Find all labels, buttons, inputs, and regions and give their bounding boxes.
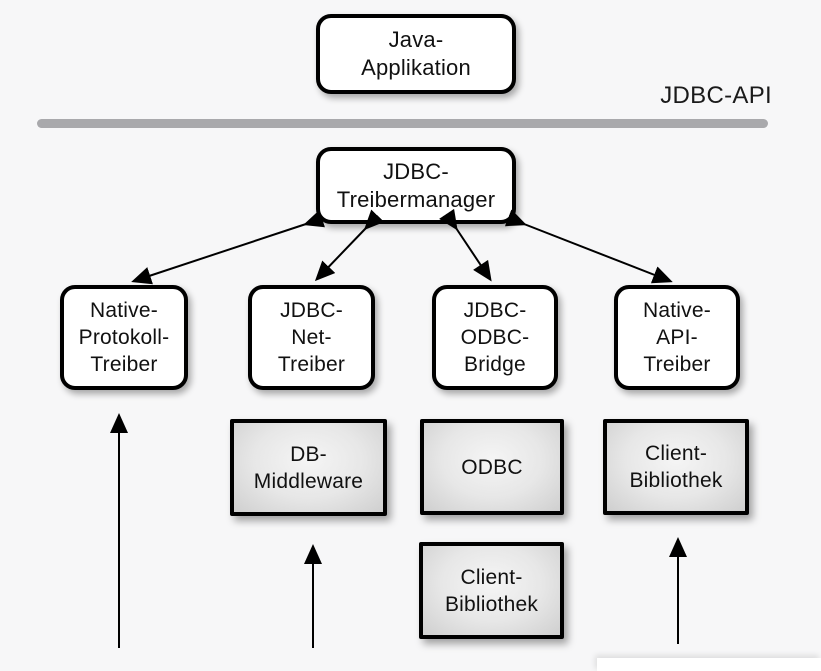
node-native-api-treiber: Native- API- Treiber (614, 285, 740, 390)
jdbc-api-label: JDBC-API (660, 82, 772, 109)
node-jdbc-odbc-bridge: JDBC- ODBC- Bridge (432, 285, 558, 390)
node-jdbc-treibermanager: JDBC- Treibermanager (316, 147, 516, 224)
node-db-middleware: DB- Middleware (230, 419, 387, 516)
edge-manager-jdbc-net (314, 209, 385, 282)
node-odbc: ODBC (420, 419, 564, 515)
edge-manager-native-api (504, 209, 673, 284)
edge-manager-jdbc-odbc (439, 208, 492, 282)
node-client-bibliothek-native-api: Client- Bibliothek (603, 419, 749, 515)
api-divider-line (37, 119, 768, 128)
partial-box-bottom-right (597, 658, 821, 671)
node-native-protokoll-treiber: Native- Protokoll- Treiber (60, 285, 188, 390)
node-client-bibliothek-odbc: Client- Bibliothek (419, 542, 564, 639)
node-java-application: Java- Applikation (316, 14, 516, 94)
node-jdbc-net-treiber: JDBC- Net- Treiber (248, 285, 375, 390)
edge-manager-native-protokoll (131, 210, 325, 285)
